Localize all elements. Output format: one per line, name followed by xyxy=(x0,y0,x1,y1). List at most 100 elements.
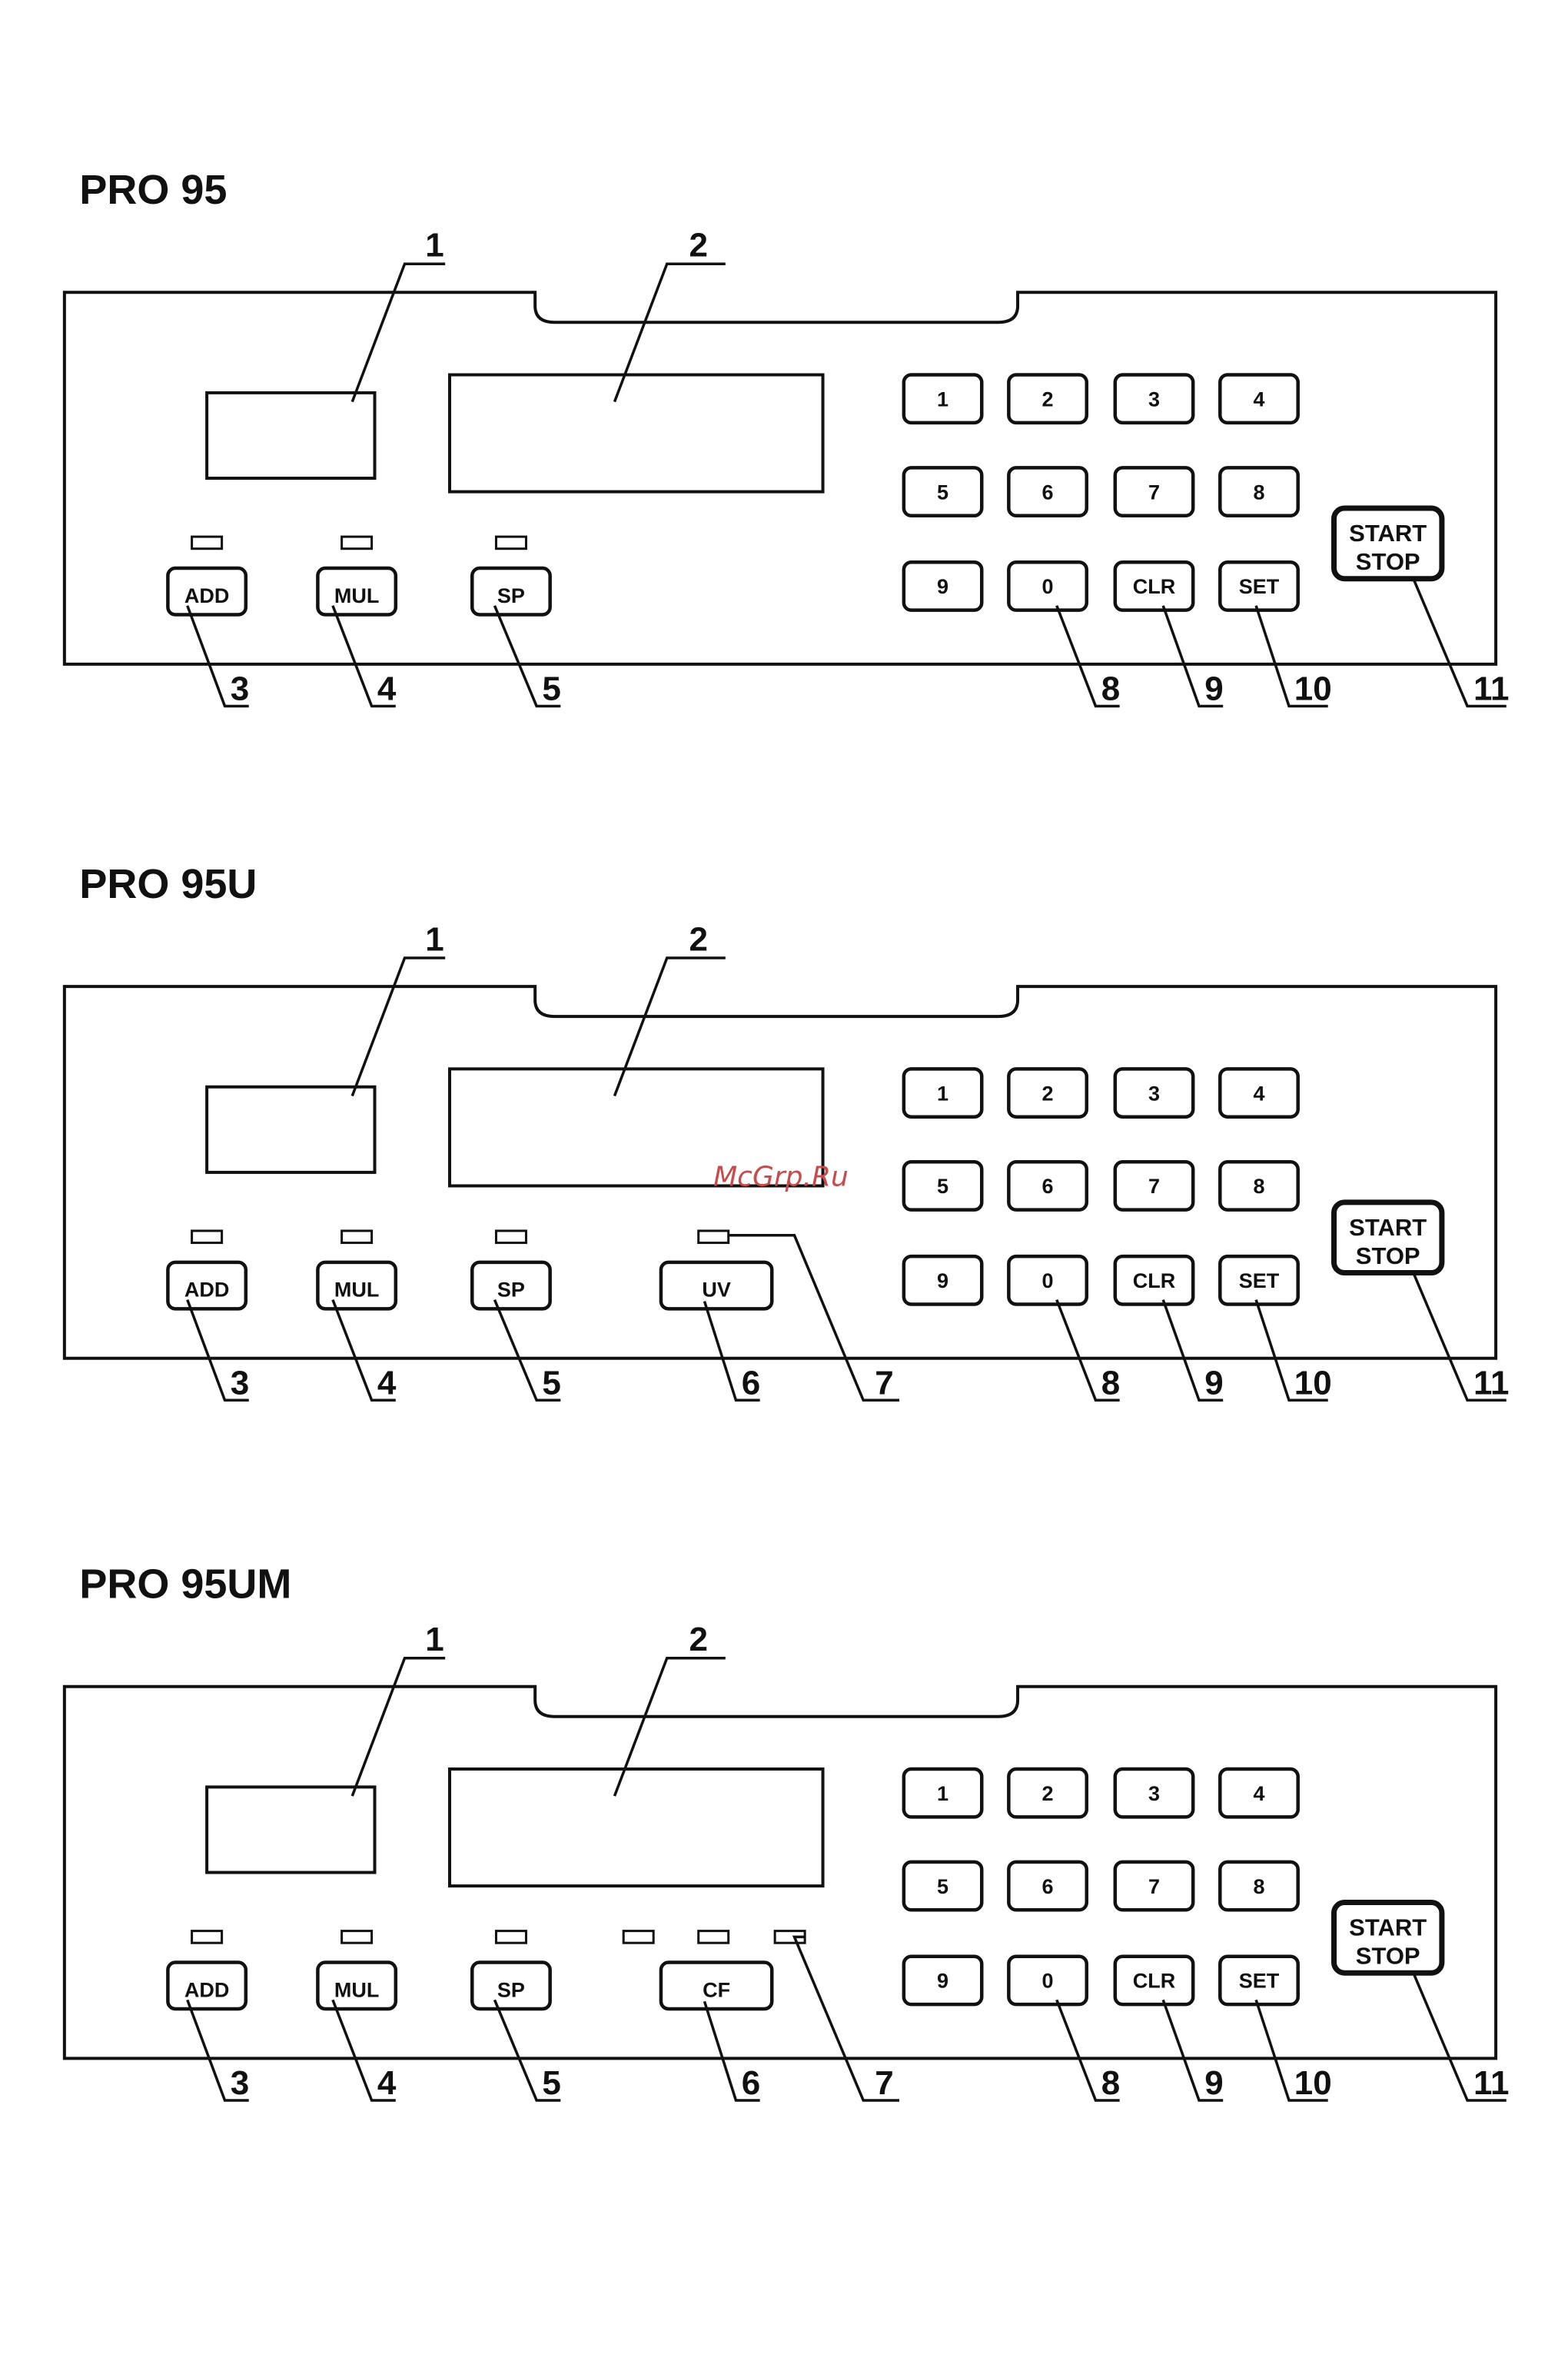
callout-number: 4 xyxy=(377,2064,397,2102)
start-label: START xyxy=(1349,1914,1427,1940)
key-label: 8 xyxy=(1253,1875,1264,1898)
keypad-key-1: 1 xyxy=(904,1769,982,1817)
main-display xyxy=(450,375,823,492)
key-label: 0 xyxy=(1042,1269,1054,1292)
key-label: ADD xyxy=(184,1978,230,2001)
key-label: UV xyxy=(702,1279,731,1302)
callout-number: 11 xyxy=(1473,670,1510,708)
keypad-key-3: 3 xyxy=(1115,1069,1193,1116)
keypad-key-9: 9 xyxy=(904,1957,982,2004)
key-label: CLR xyxy=(1133,575,1176,598)
callout-number: 5 xyxy=(542,670,560,708)
indicator-led xyxy=(192,537,222,549)
key-label: 3 xyxy=(1148,1082,1160,1105)
indicator-led xyxy=(496,1931,526,1944)
keypad-key-0: 0 xyxy=(1008,562,1086,610)
key-label: 9 xyxy=(937,1269,948,1292)
stop-label: STOP xyxy=(1356,1242,1420,1269)
key-label: CLR xyxy=(1133,1970,1176,1993)
key-label: 5 xyxy=(937,1875,948,1898)
panel-title: PRO 95 xyxy=(79,167,227,213)
key-label: 9 xyxy=(937,575,948,598)
key-label: 5 xyxy=(937,1175,948,1198)
callout-number: 5 xyxy=(542,1365,560,1402)
count-display xyxy=(207,1087,374,1172)
key-label: CLR xyxy=(1133,1269,1176,1292)
keypad-key-set: SET xyxy=(1220,1256,1297,1304)
callout-number: 1 xyxy=(425,1621,443,1658)
keypad-key-set: SET xyxy=(1220,1957,1297,2004)
keypad-key-2: 2 xyxy=(1008,1769,1086,1817)
callout-number: 3 xyxy=(231,670,249,708)
keypad-key-4: 4 xyxy=(1220,375,1297,423)
callout-number: 2 xyxy=(689,1621,707,1658)
keypad-key-6: 6 xyxy=(1008,1862,1086,1910)
keypad-key-1: 1 xyxy=(904,375,982,423)
indicator-led xyxy=(192,1931,222,1944)
keypad-key-8: 8 xyxy=(1220,1862,1297,1910)
callout-number: 8 xyxy=(1101,670,1120,708)
key-label: 1 xyxy=(937,1782,948,1805)
key-label: 4 xyxy=(1253,1782,1264,1805)
callout-number: 5 xyxy=(542,2064,560,2102)
keypad-key-8: 8 xyxy=(1220,467,1297,515)
key-label: SET xyxy=(1239,1970,1280,1993)
keypad-key-clr: CLR xyxy=(1115,562,1193,610)
callout-number: 9 xyxy=(1204,670,1223,708)
indicator-led xyxy=(342,1231,372,1243)
keypad-key-5: 5 xyxy=(904,467,982,515)
keypad-key-0: 0 xyxy=(1008,1256,1086,1304)
keypad-key-3: 3 xyxy=(1115,1769,1193,1817)
main-display xyxy=(450,1769,823,1886)
callout-number: 8 xyxy=(1101,1365,1120,1402)
callout-number: 11 xyxy=(1473,2064,1510,2102)
key-label: MUL xyxy=(334,584,379,607)
keypad-key-2: 2 xyxy=(1008,1069,1086,1116)
start-label: START xyxy=(1349,1214,1427,1241)
extra-indicator-led xyxy=(699,1231,729,1243)
key-label: 8 xyxy=(1253,481,1264,504)
callout-number: 8 xyxy=(1101,2064,1120,2102)
indicator-led xyxy=(192,1231,222,1243)
key-label: 3 xyxy=(1148,387,1160,411)
count-display xyxy=(207,393,374,478)
indicator-led xyxy=(496,537,526,549)
key-label: 0 xyxy=(1042,1970,1054,1993)
key-label: SP xyxy=(497,1279,525,1302)
callout-number: 7 xyxy=(875,1365,893,1402)
keypad-key-2: 2 xyxy=(1008,375,1086,423)
key-label: MUL xyxy=(334,1279,379,1302)
keypad-key-8: 8 xyxy=(1220,1162,1297,1209)
key-label: 7 xyxy=(1148,1175,1160,1198)
keypad-key-4: 4 xyxy=(1220,1069,1297,1116)
keypad-key-clr: CLR xyxy=(1115,1256,1193,1304)
key-label: 4 xyxy=(1253,387,1264,411)
keypad-key-3: 3 xyxy=(1115,375,1193,423)
key-label: SP xyxy=(497,1978,525,2001)
keypad-key-7: 7 xyxy=(1115,1862,1193,1910)
key-label: 6 xyxy=(1042,1175,1054,1198)
callout-number: 10 xyxy=(1294,1365,1332,1402)
key-label: 1 xyxy=(937,1082,948,1105)
indicator-led xyxy=(496,1231,526,1243)
extra-indicator-led xyxy=(699,1931,729,1944)
keypad-key-7: 7 xyxy=(1115,467,1193,515)
callout-number: 9 xyxy=(1204,2064,1223,2102)
key-label: 9 xyxy=(937,1970,948,1993)
callout-number: 2 xyxy=(689,920,707,958)
keypad-key-set: SET xyxy=(1220,562,1297,610)
keypad-key-7: 7 xyxy=(1115,1162,1193,1209)
stop-label: STOP xyxy=(1356,1943,1420,1970)
start-stop-key: STARTSTOP xyxy=(1334,508,1442,579)
keypad-key-1: 1 xyxy=(904,1069,982,1116)
keypad-key-5: 5 xyxy=(904,1862,982,1910)
callout-number: 1 xyxy=(425,226,443,264)
callout-number: 7 xyxy=(875,2064,893,2102)
count-display xyxy=(207,1787,374,1872)
callout-number: 11 xyxy=(1473,1365,1510,1402)
indicator-led xyxy=(342,537,372,549)
callout-number: 10 xyxy=(1294,670,1332,708)
key-label: ADD xyxy=(184,1279,230,1302)
